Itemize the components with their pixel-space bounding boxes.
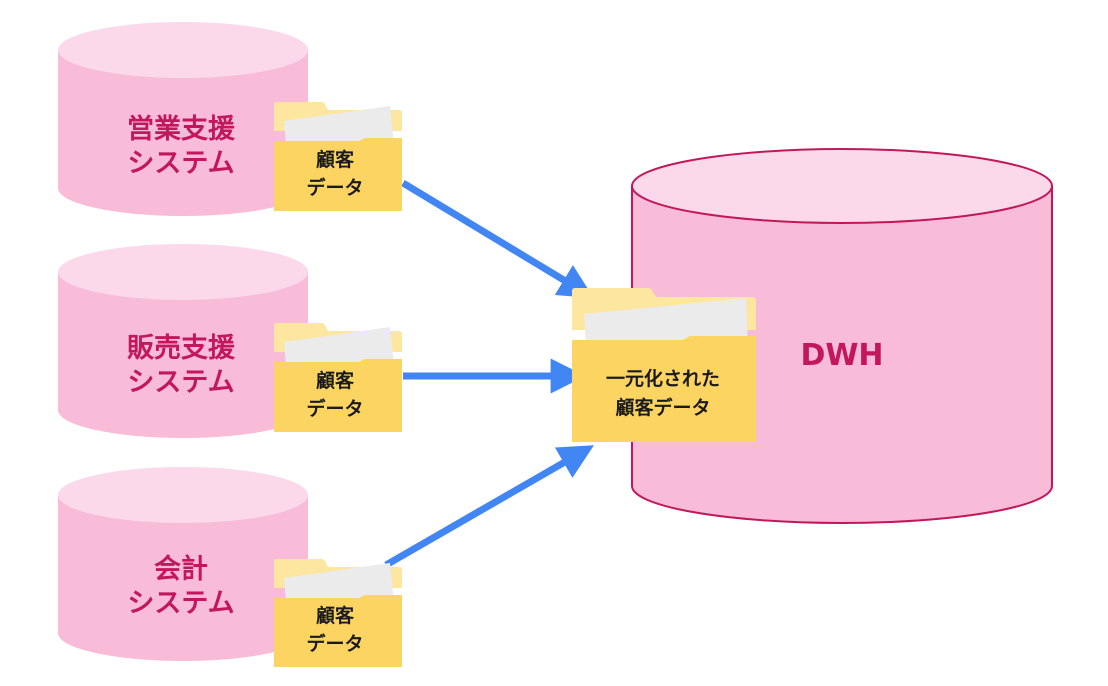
source-db-sales-support: 営業支援 システム <box>58 22 308 216</box>
db-cylinder-top <box>58 467 308 523</box>
db-name-line1: 販売支援 <box>127 333 236 364</box>
flow-arrows <box>384 180 594 569</box>
db-cylinder-body <box>58 50 308 216</box>
folder-front <box>274 138 402 211</box>
db-cylinder-top <box>58 22 308 78</box>
folder-paper <box>284 327 394 366</box>
folder-front <box>572 336 756 442</box>
arrow-accounting-to-dwh <box>384 445 594 569</box>
folder-icon: 顧客 データ <box>274 323 402 432</box>
source-db-accounting: 会計 システム <box>58 467 308 661</box>
unified-folder-icon: 一元化された 顧客データ <box>572 288 756 442</box>
db-name-line2: システム <box>127 367 234 398</box>
folder-label-line2: データ <box>306 176 363 199</box>
arrow-sales-support-to-dwh <box>401 180 594 299</box>
folder-icon: 顧客 データ <box>274 559 402 667</box>
db-name-line2: システム <box>127 588 234 619</box>
folder-icon: 顧客 データ <box>274 102 402 211</box>
folder-label-line2: データ <box>306 632 363 655</box>
dwh-label: DWH <box>800 338 883 373</box>
unified-folder-label-line1: 一元化された <box>606 367 720 390</box>
folder-label-line1: 顧客 <box>316 369 355 392</box>
source-db-sales-promotion: 販売支援 システム <box>58 244 308 438</box>
folder-paper <box>284 106 394 145</box>
folder-label-line2: データ <box>306 397 363 420</box>
folder-paper <box>584 298 748 348</box>
db-cylinder-body <box>58 495 308 661</box>
dwh-cylinder-top <box>631 148 1053 224</box>
folder-label-line1: 顧客 <box>316 148 355 171</box>
folder-front <box>274 359 402 432</box>
db-name-line1: 会計 <box>154 553 208 585</box>
db-name-line1: 営業支援 <box>127 113 236 145</box>
db-name-line2: システム <box>127 148 234 179</box>
folder-label-line1: 顧客 <box>316 604 355 627</box>
db-cylinder-top <box>58 244 308 300</box>
folder-paper <box>284 563 394 602</box>
folder-front <box>274 595 402 667</box>
unified-folder-label-line2: 顧客データ <box>615 396 710 419</box>
db-cylinder-body <box>58 272 308 438</box>
